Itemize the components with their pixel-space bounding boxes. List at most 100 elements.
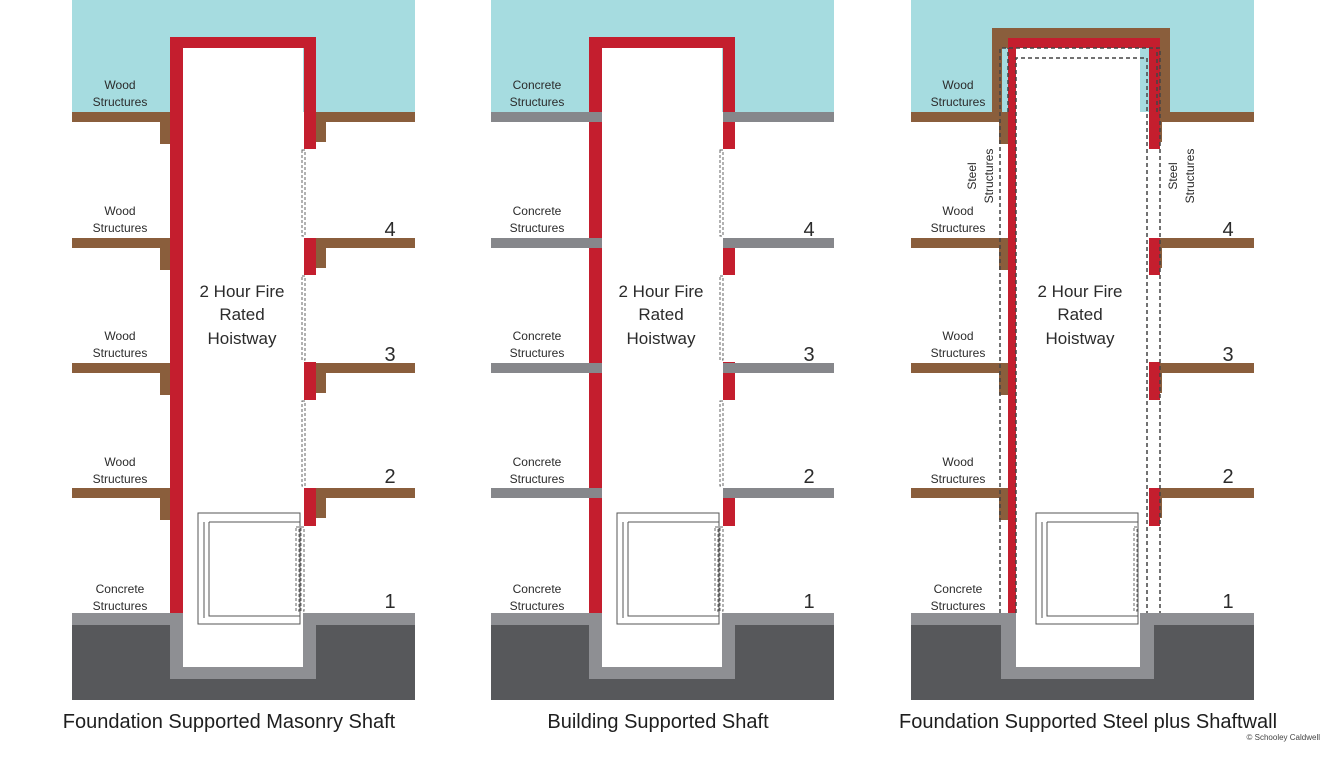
hoistway-label-line: Rated (638, 305, 683, 324)
floor-numbers: 4 3 2 1 (384, 219, 395, 613)
structure-label: Concrete (513, 329, 562, 343)
floor-number: 3 (803, 344, 814, 366)
floor-slab (1162, 112, 1254, 122)
floor-number: 4 (803, 219, 814, 241)
panel-title: Foundation Supported Masonry Shaft (63, 711, 396, 733)
floor-slab (723, 363, 834, 373)
beam (316, 112, 326, 142)
hoistway-door (714, 526, 719, 612)
structure-label: Concrete (513, 582, 562, 596)
hoistway-label-line: Hoistway (1046, 329, 1115, 348)
hoistway-door (1133, 526, 1138, 612)
hoistway-label: 2 Hour Fire Rated Hoistway (618, 282, 703, 348)
structure-label: Wood (104, 455, 135, 469)
structure-label: Concrete (96, 582, 145, 596)
copyright-notice: © Schooley Caldwell (1247, 733, 1321, 742)
structure-label: Structures (93, 221, 148, 235)
structure-label: Concrete (513, 204, 562, 218)
structure-label: Wood (104, 204, 135, 218)
floor-number: 2 (384, 466, 395, 488)
steel-frame-outline (999, 47, 1161, 613)
structure-label: Structures (931, 221, 986, 235)
shaft-right-wall-seg (304, 488, 316, 526)
panel-masonry-shaft: 2 Hour Fire Rated Hoistway Wood Structur… (63, 0, 415, 733)
floor-slab (316, 112, 415, 122)
floor-number: 2 (803, 466, 814, 488)
floor-slab (1162, 488, 1254, 498)
floor-number: 4 (1222, 219, 1233, 241)
floor-slab (911, 238, 999, 248)
shaft-right-wall-upper (304, 37, 316, 149)
structure-label: Wood (942, 329, 973, 343)
panel-title: Building Supported Shaft (547, 711, 769, 733)
hoistway-label-line: 2 Hour Fire (618, 282, 703, 301)
beam (316, 488, 326, 518)
structure-label: Wood (942, 78, 973, 92)
floor-slab (491, 238, 602, 248)
structure-label: Structures (510, 599, 565, 613)
floor-slab (723, 112, 834, 122)
steel-frame-outline (1007, 48, 1158, 112)
structure-label: Structures (931, 95, 986, 109)
floor-slab (911, 112, 999, 122)
floor-slab (316, 238, 415, 248)
steel-column (999, 363, 1008, 395)
panel-steel-shaftwall: Steel Structures Steel Structures 2 Hour… (899, 0, 1277, 733)
beam (160, 238, 170, 270)
hoistway-label-line: 2 Hour Fire (1037, 282, 1122, 301)
elevator-cab (1035, 512, 1139, 625)
floor-numbers: 4 3 2 1 (1222, 219, 1233, 613)
steel-label: Structures (982, 149, 996, 204)
floor-slab (316, 488, 415, 498)
structure-label: Structures (93, 472, 148, 486)
panel-building-supported-shaft: 2 Hour Fire Rated Hoistway Concrete Stru… (491, 0, 834, 733)
floor-number: 4 (384, 219, 395, 241)
panel-title: Foundation Supported Steel plus Shaftwal… (899, 711, 1277, 733)
structure-label: Concrete (513, 78, 562, 92)
floor-number: 1 (384, 591, 395, 613)
hoistway-door (301, 149, 306, 237)
elevator-cab-inner (1046, 521, 1138, 617)
hoistway-label-line: Rated (1057, 305, 1102, 324)
beam (160, 488, 170, 520)
structure-label: Concrete (934, 582, 983, 596)
hoistway-label-line: 2 Hour Fire (199, 282, 284, 301)
structure-label: Wood (104, 78, 135, 92)
shaft-right-wall-seg (304, 362, 316, 400)
floor-number: 3 (1222, 344, 1233, 366)
floor-slab (911, 488, 999, 498)
structure-label: Concrete (513, 455, 562, 469)
floor-slab (1162, 238, 1254, 248)
structure-label: Structures (93, 95, 148, 109)
structure-label: Structures (93, 346, 148, 360)
steel-column (999, 112, 1008, 144)
beam (160, 363, 170, 395)
hoistway-door (301, 275, 306, 361)
elevator-cab-inner (627, 521, 719, 617)
structure-label: Structures (931, 472, 986, 486)
steel-label: Steel (965, 162, 979, 189)
floor-number: 3 (384, 344, 395, 366)
elevator-cab (616, 512, 720, 625)
shaftwall-right-seg (1149, 488, 1160, 526)
hoistway-interior (1016, 48, 1140, 667)
elevator-cab-inner (208, 521, 300, 617)
floor-slab (72, 363, 170, 373)
hoistway-interior (602, 48, 722, 667)
floor-slab (72, 238, 170, 248)
structure-labels: Wood Structures Wood Structures Wood Str… (93, 78, 148, 613)
beam (316, 238, 326, 268)
steel-column (999, 488, 1008, 520)
structure-label: Structures (510, 472, 565, 486)
floor-slab (72, 488, 170, 498)
steel-labels: Steel Structures Steel Structures (965, 149, 1197, 204)
hoistway-label: 2 Hour Fire Rated Hoistway (199, 282, 284, 348)
structure-label: Structures (510, 221, 565, 235)
floor-slab (316, 363, 415, 373)
floor-number: 1 (803, 591, 814, 613)
beam (316, 363, 326, 393)
hoistway-interior (183, 48, 303, 667)
structure-label: Structures (510, 346, 565, 360)
structure-label: Structures (931, 346, 986, 360)
